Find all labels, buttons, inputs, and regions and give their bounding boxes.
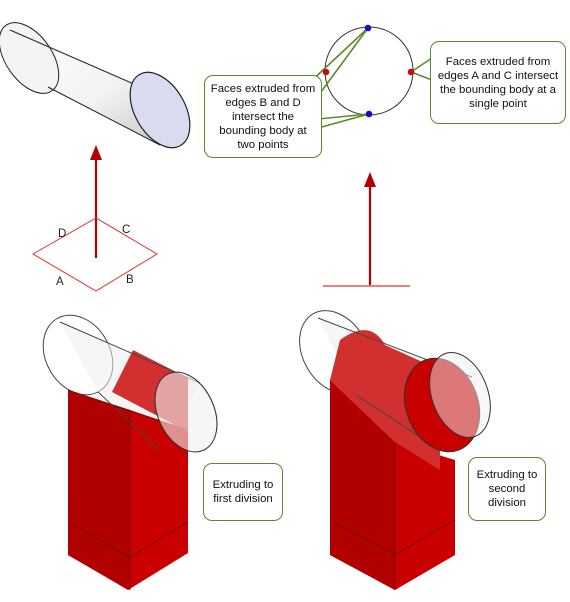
intersection-point-top bbox=[364, 24, 372, 32]
bounding-cylinder bbox=[0, 22, 191, 149]
edge-label-d: D bbox=[58, 228, 67, 240]
edge-label-c: C bbox=[122, 224, 131, 236]
intersection-point-left bbox=[322, 68, 330, 76]
intersection-point-right bbox=[407, 68, 415, 76]
extrusion-first-division bbox=[42, 314, 218, 590]
extrude-arrow-left bbox=[90, 145, 102, 258]
section-circle bbox=[307, 24, 433, 129]
sketch-profile bbox=[32, 217, 158, 292]
intersection-point-bottom bbox=[365, 110, 373, 118]
cylinder-end-face bbox=[129, 71, 191, 149]
extrusion-second-division bbox=[299, 310, 491, 590]
extrude-arrow-right bbox=[323, 172, 410, 287]
callout-first-division: Extruding to first division bbox=[203, 463, 283, 521]
callout-second-division: Extruding to second division bbox=[468, 457, 546, 521]
edge-label-a: A bbox=[56, 276, 64, 288]
callout-bd-two-points: Faces extruded from edges B and D inters… bbox=[204, 75, 322, 158]
edge-label-b: B bbox=[126, 274, 134, 286]
callout-ac-single-point: Faces extruded from edges A and C inters… bbox=[430, 41, 566, 124]
